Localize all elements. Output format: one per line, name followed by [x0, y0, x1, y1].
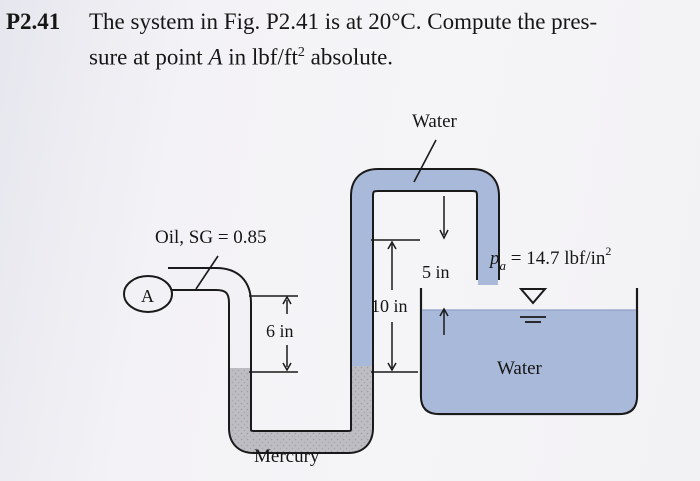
- problem-line-2a: sure at point: [89, 44, 209, 70]
- air-top-loop: [352, 170, 498, 241]
- problem-line-2: sure at point A in lbf/ft2 absolute.: [89, 37, 689, 73]
- water-top-leader: [413, 139, 437, 183]
- pa-subscript: a: [500, 258, 507, 273]
- problem-line-2b: in lbf/ft: [222, 44, 298, 70]
- oil-label: Oil, SG = 0.85: [155, 227, 267, 248]
- dim-10-arrowhead-down-icon: [387, 362, 397, 372]
- tank-wall: [419, 288, 639, 416]
- problem-text: The system in Fig. P2.41 is at 20°C. Com…: [89, 6, 689, 73]
- pa-symbol: p: [488, 248, 500, 269]
- dim-10-label: 10 in: [371, 296, 408, 316]
- tank-water: [422, 310, 636, 413]
- dim-10-arrowhead-up-icon: [387, 240, 397, 250]
- problem-line-2-exponent: 2: [297, 45, 305, 60]
- problem-line-2c: absolute.: [304, 44, 394, 70]
- pa-value: = 14.7 lbf/in: [506, 248, 606, 269]
- dim-6-arrowhead-down-icon: [282, 362, 292, 372]
- water-top-label: Water: [412, 111, 458, 132]
- oil-leader: [195, 255, 219, 290]
- dim-6-label: 6 in: [266, 321, 294, 341]
- tank-water-label: Water: [497, 358, 543, 379]
- pa-exponent: 2: [605, 244, 611, 258]
- dim-5-arrowhead-down-icon: [439, 229, 449, 240]
- problem-line-1: The system in Fig. P2.41 is at 20°C. Com…: [89, 9, 598, 34]
- dim-5-label: 5 in: [422, 262, 450, 282]
- dim-5-arrowhead-up-icon: [439, 307, 449, 317]
- free-surface-triangle-icon: [518, 288, 548, 305]
- point-a-bulb: [123, 275, 173, 313]
- problem-point-a: A: [208, 44, 223, 70]
- oil-column: [168, 269, 250, 368]
- atmospheric-pressure-label: pa = 14.7 lbf/in2: [488, 244, 611, 273]
- problem-number: P2.41: [6, 9, 61, 34]
- point-a-label: A: [141, 286, 154, 306]
- dim-6-arrowhead-up-icon: [282, 295, 292, 305]
- mercury-label: Mercury: [254, 446, 320, 467]
- mercury-column: [230, 366, 372, 452]
